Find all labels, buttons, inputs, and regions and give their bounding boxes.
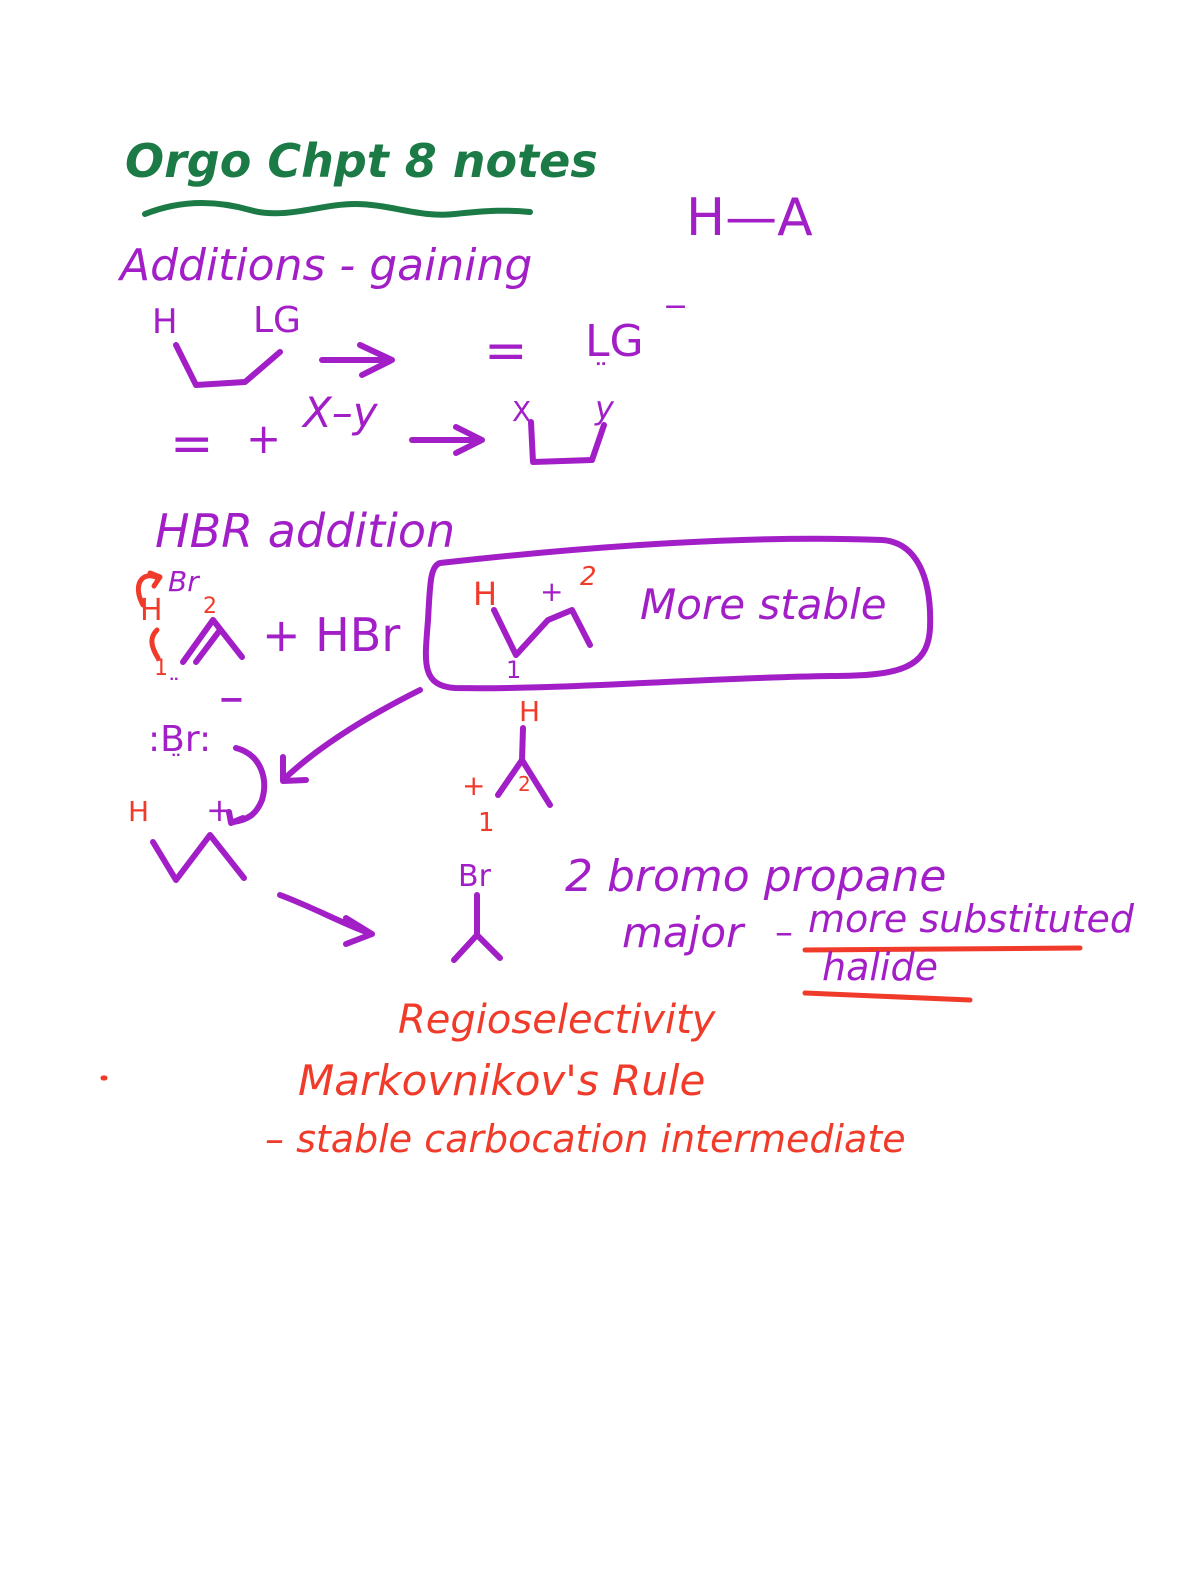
curved-arrow-bromide [230,745,268,825]
product-name: 2 bromo propane [565,851,947,902]
boxed-two: 2 [580,562,597,592]
label-lg-minus: LG [585,316,644,367]
plus-hbr: + HBr [262,608,401,662]
lone-pair: ¨ [594,357,608,390]
carbocation-plus: + [206,791,233,829]
markovnikov-label: Markovnikov's Rule [298,1056,706,1105]
carbon-1-label: 1 [154,656,168,681]
stable-carbocation-note: – stable carbocation intermediate [265,1117,906,1161]
major-dash: – [775,912,793,953]
more-stable-label: More stable [640,580,887,629]
label-xy: X–y [303,388,378,437]
curved-arrow-electrons [149,627,161,661]
double-bond-2: = [170,414,214,474]
underline-more-substituted [802,945,1083,953]
reaction-arrow-1 [319,342,395,378]
h-a-bond: H—A [686,188,813,248]
arrowhead-bromide [226,809,246,826]
title-underline [142,199,533,218]
plus-sign: + [246,414,282,463]
alt-plus: + [462,769,486,802]
more-substituted-label: more substituted [808,897,1134,941]
highlight-box [422,535,934,692]
page-title: Orgo Chpt 8 notes [125,134,598,188]
boxed-one: 1 [506,656,522,684]
halide-label: halide [822,945,938,989]
carbocation-h: H [128,795,150,828]
bromide-charge: − [218,680,245,718]
carbon-2-label: 2 [203,594,217,619]
underline-halide [802,990,973,1003]
alt-two: 2 [518,772,531,796]
product-br: Br [458,859,491,894]
regioselectivity-label: Regioselectivity [398,997,716,1043]
arrow-to-carbocation [280,687,423,784]
label-y: y [595,389,614,427]
boxed-h: H [473,575,498,613]
product-skeleton-2 [451,892,503,963]
arrow-head-br [147,570,163,589]
label-h: H [152,302,178,342]
minus-sign: − [663,289,689,324]
reaction-arrow-2 [409,424,485,456]
carbocation-skeleton [150,832,247,883]
hbr-heading: HBR addition [155,504,456,558]
bromide-dots-top: ¨ [168,674,180,702]
reactant-skeleton [173,342,283,388]
h-red: H [140,593,163,628]
bromide-dots-bottom: ¨ [170,750,182,778]
arrow-to-product [277,892,375,947]
br-top: Br [168,565,199,598]
alt-h: H [519,695,541,728]
product-skeleton [528,419,607,465]
double-bond: = [484,321,528,381]
boxed-skeleton [491,607,593,658]
label-lg: LG [253,300,301,341]
boxed-plus: + [540,575,564,608]
alt-skeleton [495,725,553,808]
label-x: X [512,395,532,428]
major-label: major [622,908,744,957]
propene-skeleton [180,617,245,665]
bromide-anion: :Br: [148,719,212,760]
additions-heading: Additions - gaining [120,240,533,291]
alt-one: 1 [478,808,495,838]
